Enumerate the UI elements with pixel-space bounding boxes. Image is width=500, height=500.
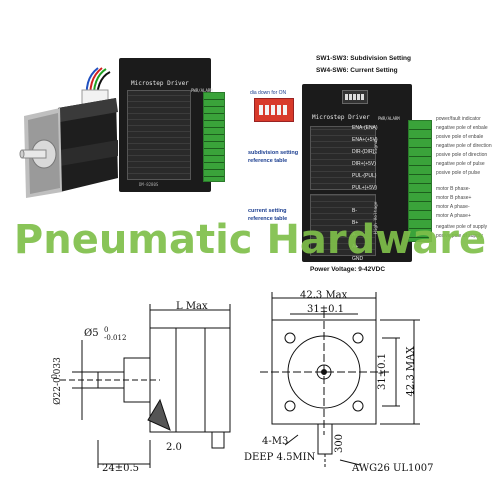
terminal-desc: motor B phase- [436, 186, 471, 192]
driver-large-title: Microstep Driver [312, 114, 370, 121]
driver-small-terminal-block [203, 92, 225, 182]
dim-shaft-tol: 0 -0.012 [104, 326, 127, 342]
pin-label: ENA-(ENA) [352, 125, 378, 131]
driver-small-alarm-label: PWR/ALARM [191, 88, 213, 93]
dim-width-max: 42.3 Max [300, 290, 348, 301]
dim-boss-dia: Ø22-0.033 [52, 357, 63, 405]
pin-label: GND [352, 256, 364, 262]
dimension-drawing [60, 292, 420, 468]
pin-label: A+ [352, 244, 359, 250]
dim-screw-depth: DEEP 4.5MIN [244, 452, 316, 463]
pin-label: B- [352, 208, 357, 214]
terminal-desc: negative pole of enbale [436, 125, 488, 131]
dim-screws: 4-M3 [262, 436, 289, 447]
dim-shaft-length: 24±0.5 [102, 463, 140, 474]
terminal-desc: posive pole of supply [436, 233, 483, 239]
driver-large: Microstep Driver PWR/ALARM Signal High V… [302, 84, 412, 262]
terminal-desc: power/fault indicator [436, 116, 481, 122]
driver-small: Microstep Driver PWR/ALARM DM-8280S [119, 58, 213, 192]
terminal-desc: motor A phase+ [436, 213, 471, 219]
pin-label: DIR-(DIR) [352, 149, 375, 155]
driver-small-title: Microstep Driver [131, 80, 189, 87]
pin-label: ENA+(+5V) [352, 137, 378, 143]
pin-label: PUL-(PUL) [352, 173, 377, 179]
sw-current-label: SW4-SW6: Current Setting [316, 67, 398, 74]
driver-large-terminal-block [408, 120, 432, 242]
driver-large-dip-switch [342, 90, 368, 104]
terminal-desc: negative pole of supply [436, 224, 488, 230]
driver-small-model: DM-8280S [139, 182, 159, 187]
terminal-desc: negative pole of pulse [436, 161, 485, 167]
driver-large-alarm-label: PWR/ALARM [378, 116, 400, 121]
stepper-motor-photo [19, 67, 118, 198]
driver-small-table [127, 90, 191, 180]
terminal-desc: posive pole of pulse [436, 170, 481, 176]
dim-boss-thickness: 2.0 [166, 442, 182, 453]
dim-l-max: L Max [176, 301, 208, 312]
dial-down-label: dia down for ON [250, 90, 287, 96]
current-table-label: current setting [248, 208, 287, 214]
dim-cable-length: 300 [334, 433, 346, 454]
pin-label: A- [352, 232, 357, 238]
subdivision-table-label-2: reference table [248, 158, 288, 164]
dim-hole-spacing-side: 31±0.1 [377, 352, 389, 391]
driver-large-current-table [310, 194, 376, 256]
dim-cable-spec: AWG26 UL1007 [352, 463, 434, 474]
pin-label: B+ [352, 220, 359, 226]
terminal-desc: negative pole of direction [436, 143, 492, 149]
terminal-desc: motor B phase+ [436, 195, 472, 201]
terminal-desc: posive pole of enbale [436, 134, 484, 140]
power-voltage-label: Power Voltage: 9-42VDC [310, 266, 386, 273]
pin-label: DIR+(+5V) [352, 161, 376, 167]
driver-large-subdivision-table [310, 126, 376, 190]
subdivision-table-label: subdivision setting [248, 150, 299, 156]
terminal-desc: motor A phase- [436, 204, 470, 210]
sw-subdivision-label: SW1-SW3: Subdivision Setting [316, 55, 411, 62]
terminal-desc: posive pole of direction [436, 152, 488, 158]
dip-switch-zoom [254, 98, 294, 122]
pin-label: VCC [352, 268, 363, 274]
watermark: Pneumatic Hardware [13, 217, 487, 263]
dim-hole-spacing-top: 31±0.1 [307, 304, 345, 315]
dim-height-max: 42.3 MAX [405, 346, 417, 397]
pin-label: PUL+(+5V) [352, 185, 378, 191]
dim-shaft-dia: Ø5 [84, 328, 99, 339]
current-table-label-2: reference table [248, 216, 288, 222]
